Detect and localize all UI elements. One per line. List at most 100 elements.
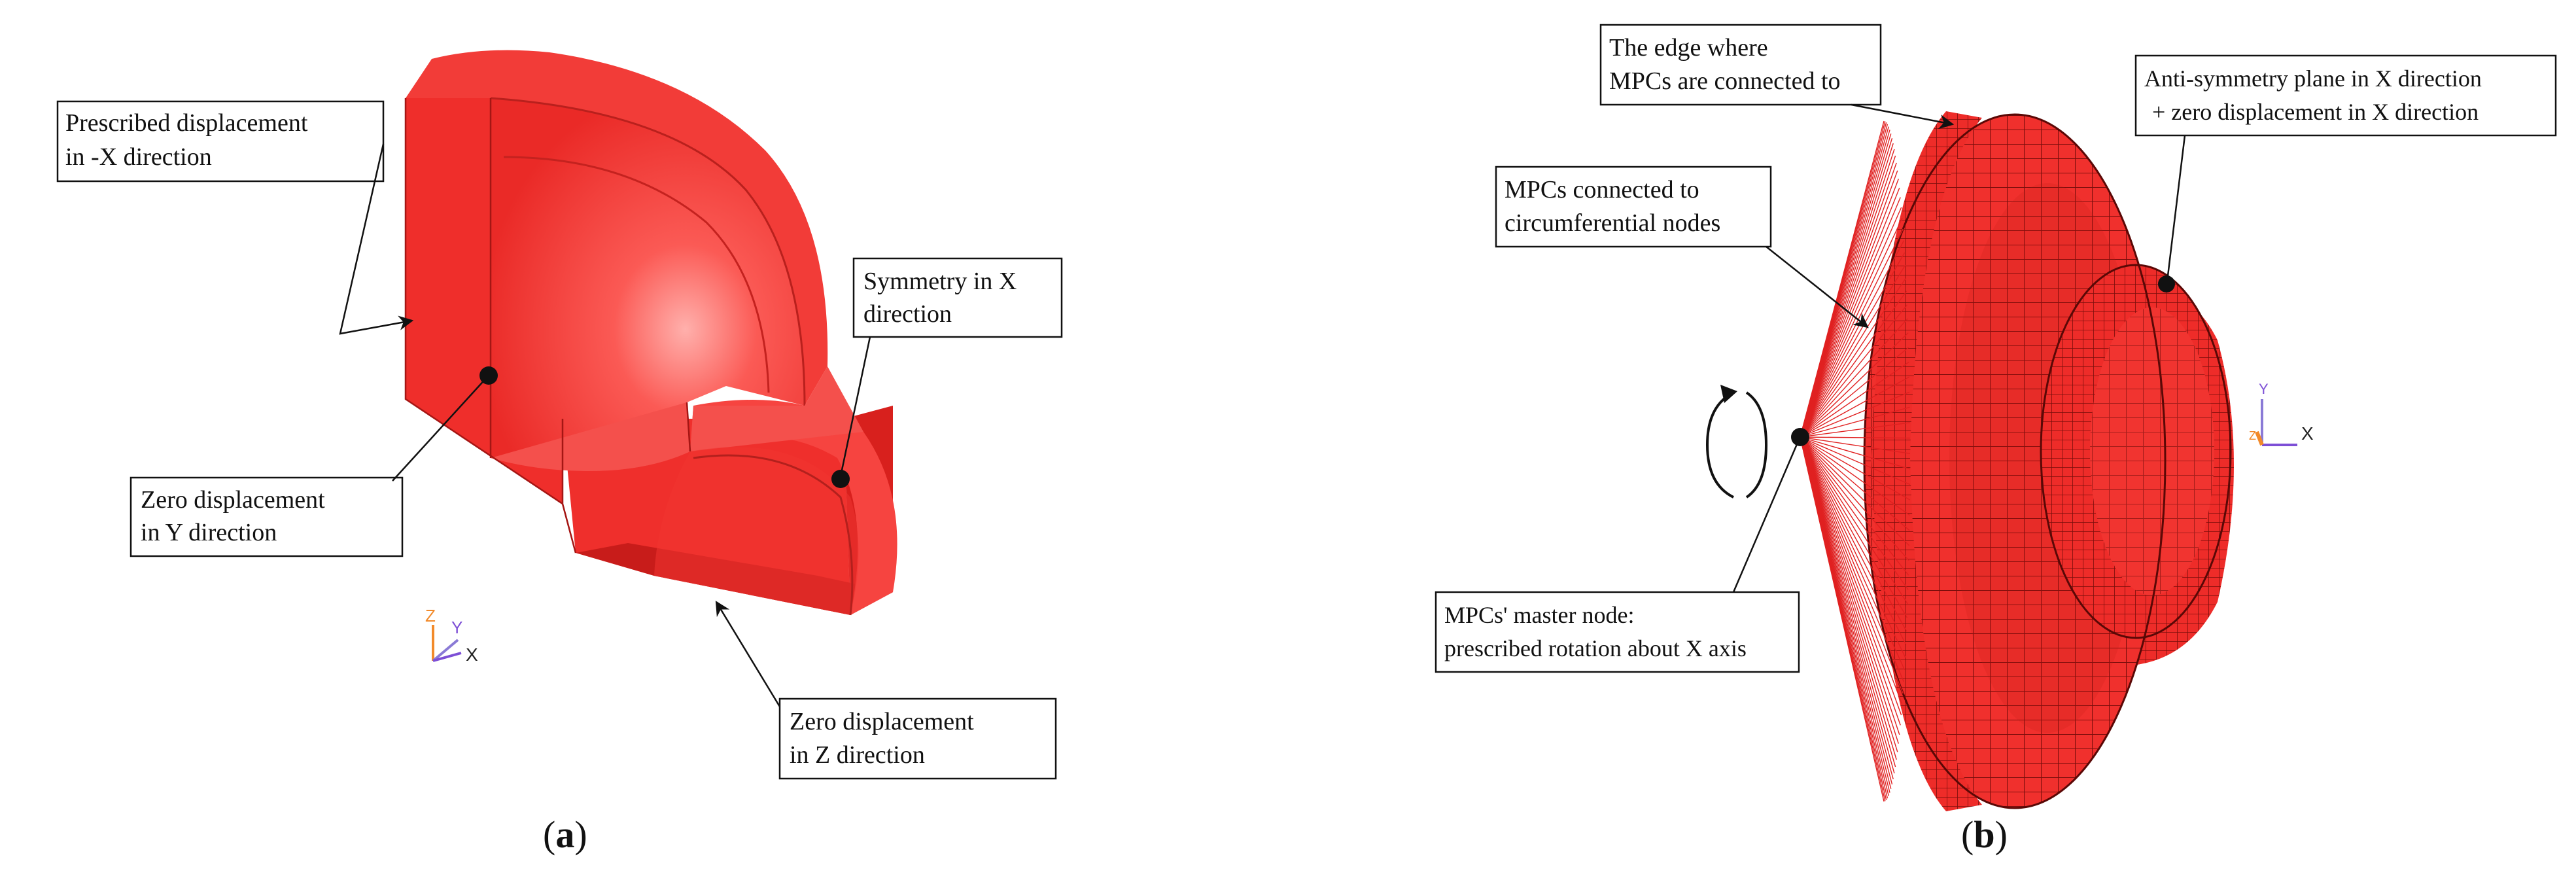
mpc-line [1800,170,1898,438]
axis-label-z: Z [2249,429,2256,442]
panel-b: The edge where MPCs are connected to MPC… [1435,24,2557,856]
mpc-line [1800,277,1907,438]
callout-line-1: Anti-symmetry plane in X direction [2144,65,2482,92]
callout-line-1: The edge where [1609,34,1768,62]
callout-edge-mpc: The edge where MPCs are connected to [1599,24,1882,106]
callout-zero-y: Zero displacement in Y direction [130,476,404,557]
callout-line-2: + zero displacement in X direction [2152,99,2479,125]
panel-label-a: (a) [543,813,587,856]
callout-line-1: Symmetry in X [863,268,1017,295]
leader-zero-y [392,376,488,482]
callout-line-2: in -X direction [65,143,212,171]
callout-line-2: in Z direction [790,741,925,769]
mpc-line [1800,376,1910,438]
callout-line-1: MPCs connected to [1505,176,1699,203]
ledge [491,366,863,471]
mesh-disc [1863,111,2234,811]
callout-line-1: MPCs' master node: [1444,602,1634,628]
mpc-line [1800,436,1907,632]
mpc-line [1800,197,1901,438]
rotation-arrow-icon [1705,391,1768,499]
leader-edge-mpc [1851,103,1955,130]
callout-line-1: Zero displacement [141,486,325,514]
left-wall-face [406,98,563,504]
mpc-line [1800,436,1897,760]
mpc-line [1800,155,1896,438]
mpc-line [1800,436,1906,671]
mpc-line [1800,436,1911,454]
mpc-line [1800,436,1908,605]
panel-a: Prescribed displacement in -X direction … [56,50,1063,856]
mpc-line [1800,240,1905,438]
callout-symmetry-x: Symmetry in X direction [852,257,1063,338]
mpc-line [1800,217,1903,438]
callout-master-node: MPCs' master node: prescribed rotation a… [1435,591,1800,673]
mpc-line [1800,207,1902,438]
mpc-line [1800,436,1905,682]
leader-symmetry-x [839,336,871,477]
mpc-line [1800,436,1906,658]
mpc-line [1800,436,1909,576]
top-slab [406,50,828,406]
axis-triad-b: Y Z X [2249,381,2314,446]
mpc-line [1800,436,1909,590]
callout-line-2: MPCs are connected to [1609,67,1841,95]
mpc-line [1800,391,1910,438]
rotation-arrow-head [1720,385,1737,403]
mpc-line [1800,332,1909,438]
mpc-line [1800,264,1906,438]
flange-outline [1863,113,2167,809]
leader-mpc-nodes [1766,246,1869,328]
mpc-line [1800,436,1909,561]
panel-label-b: (b) [1961,813,2008,856]
mpc-line [1800,436,1908,618]
mpc-line [1800,436,1911,485]
mpc-lines [1800,120,1911,802]
mpc-line [1800,228,1904,438]
mpc-line [1800,304,1908,438]
axis-label-x: X [2301,423,2314,444]
bore-outline [2040,264,2232,639]
mpc-line [1800,436,1911,470]
dome-rim [490,97,806,406]
flange-rim [1871,111,1982,811]
callout-line-2: prescribed rotation about X axis [1444,635,1747,661]
mpc-line [1800,162,1897,438]
axis-label-x: X [466,644,478,665]
dome-face [491,98,805,471]
callout-line-2: in Y direction [141,519,277,546]
mpc-line [1800,347,1909,438]
mpc-line [1800,436,1885,802]
mpc-line [1800,361,1909,438]
edge-outline-a [404,98,691,554]
mpc-line [1800,436,1903,705]
callout-anti-symmetry: Anti-symmetry plane in X direction + zer… [2134,54,2557,137]
callout-prescribed-x: Prescribed displacement in -X direction [56,100,385,183]
axis-label-y: Y [2259,381,2269,397]
mpc-line [1800,436,1896,767]
mpc-line [1800,436,1911,501]
mpc-line [1800,252,1906,438]
mpc-line [1800,436,1910,439]
callout-mpc-nodes: MPCs connected to circumferential nodes [1495,166,1772,248]
mpc-line [1800,436,1910,546]
callout-line-2: circumferential nodes [1505,209,1720,237]
axis-triad-a: Z Y X [425,606,478,665]
anchor-dot-symmetry [831,470,850,488]
mpc-line [1800,422,1910,438]
callout-line-1: Prescribed displacement [65,109,308,137]
axis-label-y: Y [451,618,462,637]
callout-line-1: Zero displacement [790,708,974,735]
mpc-line [1800,149,1895,438]
leader-master-node [1732,439,1800,593]
mpc-line [1800,436,1900,735]
bore-inner-mesh [2090,308,2214,595]
mpc-line [1800,290,1907,438]
mpc-line [1800,143,1894,438]
solid-part-a [404,50,897,616]
leader-zero-z [715,601,781,707]
mpc-line [1800,436,1898,752]
mpc-line [1800,436,1910,531]
mpc-line [1800,179,1899,438]
